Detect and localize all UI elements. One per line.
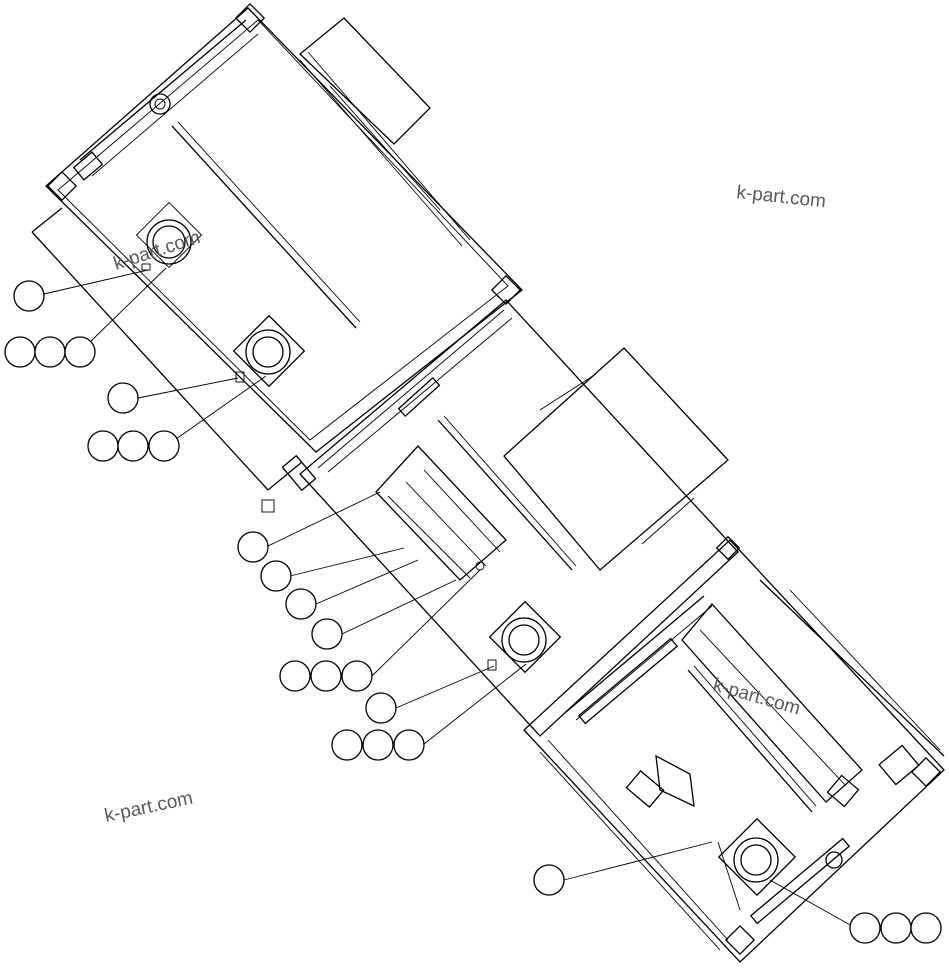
callout-c6[interactable] (260, 560, 292, 592)
callout-bubble (341, 660, 373, 692)
callout-bubble (331, 729, 363, 761)
watermark: k-part.com (111, 227, 203, 275)
callout-c12[interactable] (533, 864, 565, 896)
callout-bubble (393, 729, 425, 761)
upper-frame (31, 2, 523, 491)
watermark: k-part.com (735, 182, 826, 212)
callout-c8[interactable] (311, 618, 343, 650)
callout-bubble (849, 912, 881, 944)
callout-bubble (4, 336, 36, 368)
callout-c5[interactable] (237, 531, 269, 563)
callout-c10[interactable] (365, 692, 397, 724)
callout-c13[interactable] (849, 912, 942, 944)
callout-bubble (365, 692, 397, 724)
callout-bubble (310, 660, 342, 692)
callout-bubble (237, 531, 269, 563)
lower-frame (523, 535, 945, 963)
callout-bubble (533, 864, 565, 896)
callout-bubble (107, 382, 139, 414)
callout-bubble (64, 336, 96, 368)
callout-c2[interactable] (4, 336, 96, 368)
callout-c1[interactable] (13, 280, 45, 312)
callout-c7[interactable] (285, 588, 317, 620)
callout-bubble (260, 560, 292, 592)
callout-bubble (910, 912, 942, 944)
callout-bubble (13, 280, 45, 312)
callout-bubble (880, 912, 912, 944)
callout-bubble (279, 660, 311, 692)
watermark: k-part.com (711, 675, 803, 720)
middle-frame (261, 299, 739, 737)
callout-c9[interactable] (279, 660, 373, 692)
callout-c4[interactable] (87, 430, 180, 462)
callout-c11[interactable] (331, 729, 425, 761)
leader-lines (43, 267, 853, 927)
callout-bubble (87, 430, 119, 462)
callout-bubble (362, 729, 394, 761)
callout-c3[interactable] (107, 382, 139, 414)
watermark: k-part.com (103, 788, 195, 827)
callout-bubble (311, 618, 343, 650)
callout-bubble (117, 430, 149, 462)
callout-bubble (285, 588, 317, 620)
callout-bubble (148, 430, 180, 462)
callout-bubble (34, 336, 66, 368)
